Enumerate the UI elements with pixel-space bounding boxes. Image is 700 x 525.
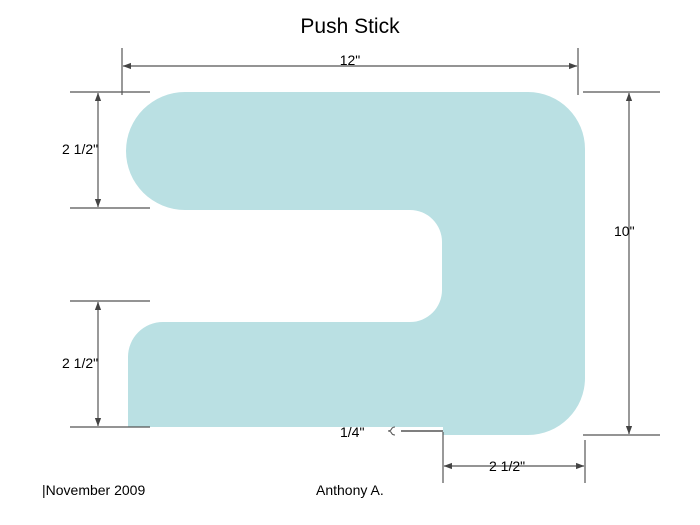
footer-author: Anthony A.	[316, 482, 384, 498]
dimension-top-width	[121, 48, 579, 95]
dimension-label-bottom-right: 2 1/2"	[489, 458, 526, 474]
dimension-left-upper	[70, 91, 150, 209]
dimension-label-top-width: 12"	[339, 52, 361, 68]
dimension-thickness	[387, 426, 443, 436]
leader-brace	[387, 426, 396, 436]
dimension-label-right-height: 10"	[614, 223, 635, 239]
dimension-right-height	[583, 91, 660, 436]
push-stick-shape	[126, 92, 585, 435]
push-stick-outline	[126, 92, 585, 435]
dimension-bottom-right	[442, 432, 586, 483]
dimension-label-left-lower: 2 1/2"	[62, 355, 99, 371]
dimension-label-thickness: 1/4"	[340, 424, 365, 440]
dimension-label-left-upper: 2 1/2"	[62, 141, 99, 157]
footer-date: |November 2009	[42, 482, 146, 498]
dimension-left-lower	[70, 300, 150, 428]
page-title: Push Stick	[300, 15, 400, 38]
